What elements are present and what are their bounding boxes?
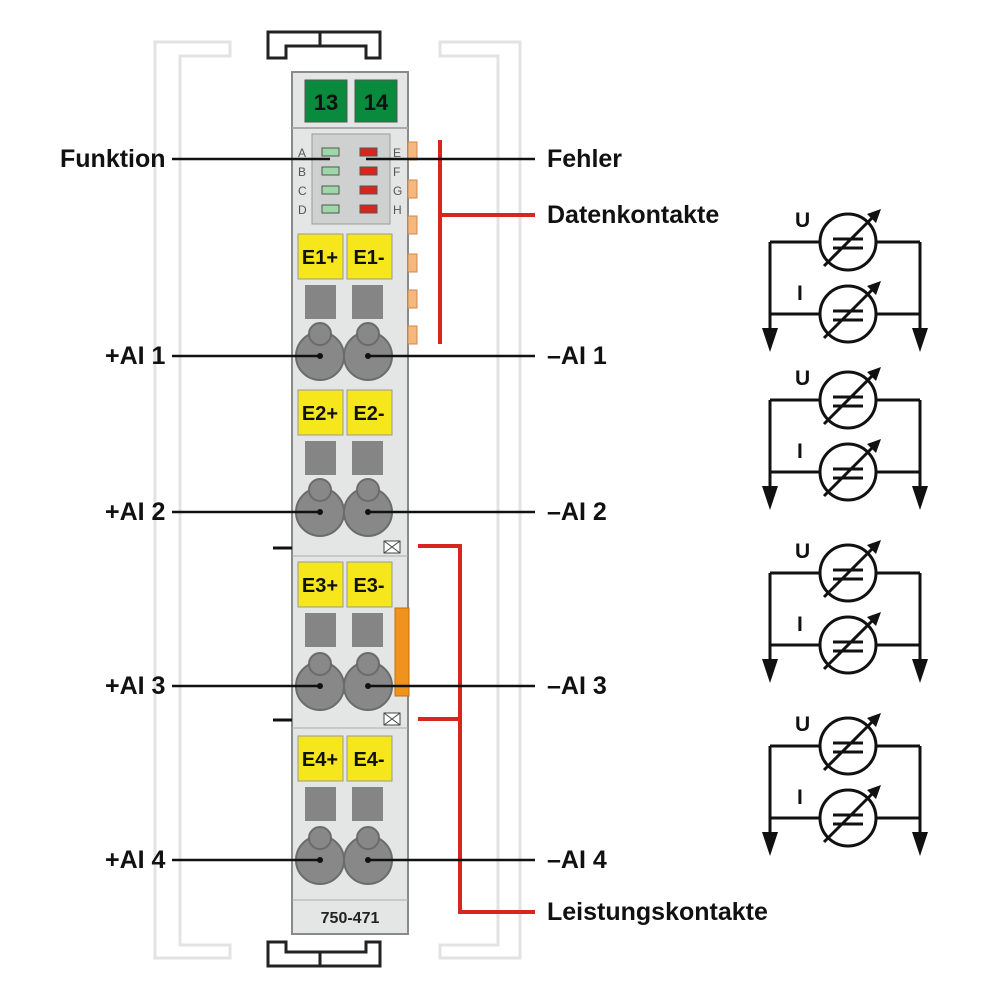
data-contacts bbox=[407, 141, 418, 345]
svg-text:14: 14 bbox=[364, 90, 389, 115]
label-plus-ai-2: +AI 2 bbox=[105, 498, 165, 526]
power-contact-bar bbox=[394, 607, 410, 697]
schematic-u-3: U bbox=[795, 540, 810, 563]
label-plus-ai-4: +AI 4 bbox=[105, 846, 166, 874]
bottom-latch-right bbox=[318, 940, 382, 968]
led-green-b bbox=[321, 166, 340, 176]
led-label-b: B bbox=[298, 165, 306, 179]
label-e2-plus bbox=[297, 389, 344, 436]
connector-14: 14 bbox=[354, 79, 398, 123]
label-e1-plus bbox=[297, 233, 344, 280]
led-panel: A B C D E F G H bbox=[298, 133, 402, 225]
led-green-c bbox=[321, 185, 340, 195]
leader-dots bbox=[317, 353, 371, 863]
release-button-3b bbox=[352, 613, 383, 647]
release-button-1a bbox=[305, 285, 336, 319]
svg-text:E2-: E2- bbox=[353, 403, 384, 425]
label-datenkontakte: Datenkontakte bbox=[547, 201, 719, 229]
leader-lines bbox=[172, 157, 535, 862]
svg-text:E3-: E3- bbox=[353, 575, 384, 597]
release-button-1b bbox=[352, 285, 383, 319]
led-red-e bbox=[359, 147, 378, 157]
schematic-channel-3: U I bbox=[762, 540, 928, 683]
schematic-channel-2: U I bbox=[762, 367, 928, 510]
led-red-f bbox=[359, 166, 378, 176]
led-green-d bbox=[321, 204, 340, 214]
schematic-i-4: I bbox=[797, 786, 803, 809]
led-red-g bbox=[359, 185, 378, 195]
leistungskontakte-bracket bbox=[418, 544, 535, 914]
led-label-h: H bbox=[393, 203, 402, 217]
svg-text:E2+: E2+ bbox=[302, 403, 338, 425]
schematic-i-3: I bbox=[797, 613, 803, 636]
led-red-h bbox=[359, 204, 378, 214]
led-label-e: E bbox=[393, 146, 401, 160]
svg-text:E1-: E1- bbox=[353, 247, 384, 269]
schematic-u-4: U bbox=[795, 713, 810, 736]
schematic-i-1: I bbox=[797, 282, 803, 305]
led-green-a bbox=[321, 147, 340, 157]
label-fehler: Fehler bbox=[547, 145, 622, 173]
label-plus-ai-3: +AI 3 bbox=[105, 672, 165, 700]
led-label-g: G bbox=[393, 184, 402, 198]
schematic-u-2: U bbox=[795, 367, 810, 390]
led-label-f: F bbox=[393, 165, 400, 179]
label-e4-minus bbox=[346, 735, 393, 782]
label-e3-minus bbox=[346, 561, 393, 608]
label-leistungskontakte: Leistungskontakte bbox=[547, 898, 768, 926]
label-funktion: Funktion bbox=[60, 145, 166, 173]
connector-13: 13 bbox=[304, 79, 348, 123]
label-minus-ai-4: –AI 4 bbox=[547, 846, 607, 874]
label-e4-plus bbox=[297, 735, 344, 782]
release-button-2b bbox=[352, 441, 383, 475]
led-label-d: D bbox=[298, 203, 307, 217]
svg-text:E4-: E4- bbox=[353, 749, 384, 771]
datenkontakte-bracket bbox=[438, 140, 535, 344]
din-rail-outline bbox=[153, 40, 522, 960]
label-plus-ai-1: +AI 1 bbox=[105, 342, 166, 370]
release-button-3a bbox=[305, 613, 336, 647]
label-minus-ai-3: –AI 3 bbox=[547, 672, 607, 700]
channel-2: E2+ E2- bbox=[295, 389, 393, 537]
led-label-c: C bbox=[298, 184, 307, 198]
schematic-u-1: U bbox=[795, 209, 810, 232]
led-label-a: A bbox=[298, 146, 306, 160]
label-e2-minus bbox=[346, 389, 393, 436]
channel-1: E1+ E1- bbox=[295, 233, 393, 381]
label-e3-plus bbox=[297, 561, 344, 608]
svg-text:E1+: E1+ bbox=[302, 247, 338, 269]
top-latch-right bbox=[318, 30, 382, 60]
schematic-channel-4: U I bbox=[762, 713, 928, 856]
svg-text:E3+: E3+ bbox=[302, 575, 338, 597]
release-button-2a bbox=[305, 441, 336, 475]
channel-3: E3+ E3- bbox=[295, 561, 393, 711]
separator-marks bbox=[273, 540, 408, 729]
label-minus-ai-1: –AI 1 bbox=[547, 342, 607, 370]
schematic-channel-1: U I bbox=[762, 209, 928, 352]
svg-text:13: 13 bbox=[314, 90, 338, 115]
release-button-4b bbox=[352, 787, 383, 821]
schematic-i-2: I bbox=[797, 440, 803, 463]
part-number: 750-471 bbox=[321, 910, 380, 927]
label-e1-minus bbox=[346, 233, 393, 280]
svg-text:E4+: E4+ bbox=[302, 749, 338, 771]
release-button-4a bbox=[305, 787, 336, 821]
label-minus-ai-2: –AI 2 bbox=[547, 498, 607, 526]
